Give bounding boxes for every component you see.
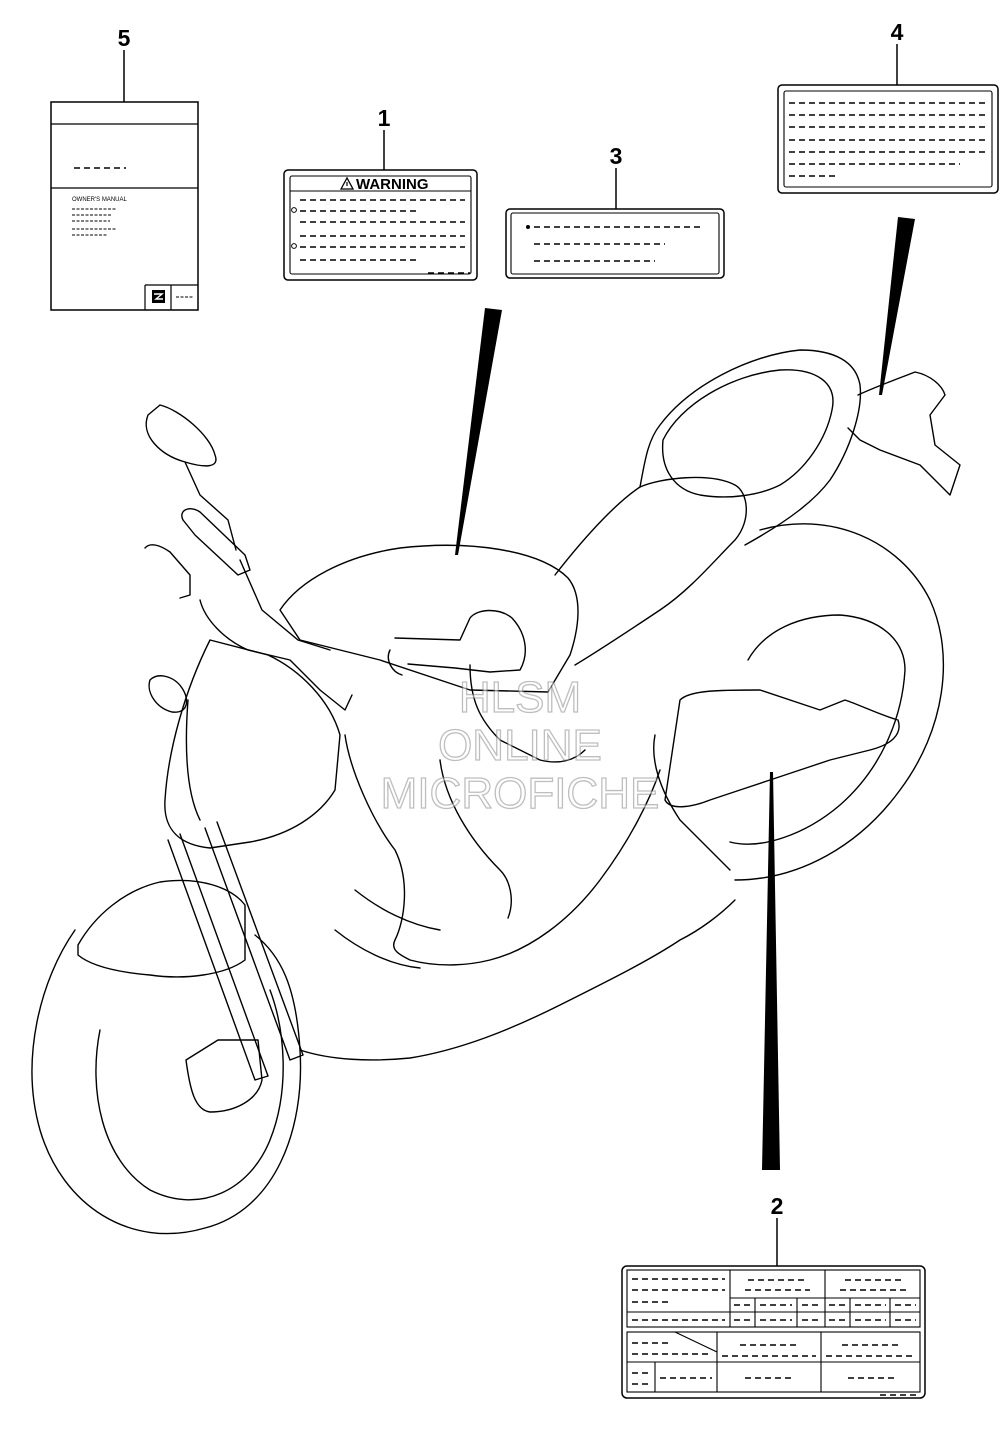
label-4	[777, 84, 999, 194]
watermark: HLSM ONLINE MICROFICHE	[380, 672, 660, 818]
arrow-label-1	[455, 308, 502, 555]
watermark-line-2: ONLINE	[438, 721, 602, 770]
callout-number-3: 3	[610, 143, 623, 169]
leader-arrows	[455, 217, 915, 1170]
callout-number-1: 1	[378, 105, 391, 131]
motorcycle-outline	[31, 349, 961, 1235]
warning-title: WARNING	[356, 176, 429, 193]
label-2-spec-table	[621, 1265, 926, 1399]
watermark-line-3: MICROFICHE	[381, 769, 660, 818]
callout-number-2: 2	[771, 1193, 784, 1219]
manual-title: OWNER'S MANUAL	[72, 197, 127, 203]
label-3	[505, 208, 725, 279]
callout-lines	[123, 44, 898, 1267]
suzuki-logo-icon	[152, 290, 165, 303]
watermark-line-1: HLSM	[459, 673, 581, 722]
label-1-warning: WARNING	[283, 169, 478, 281]
callout-number-5: 5	[118, 25, 131, 51]
warning-triangle-icon	[339, 176, 355, 190]
label-5-owners-manual: OWNER'S MANUAL	[50, 101, 199, 311]
arrow-label-4	[879, 217, 915, 395]
callout-number-4: 4	[891, 19, 904, 45]
arrow-label-2	[762, 772, 780, 1170]
